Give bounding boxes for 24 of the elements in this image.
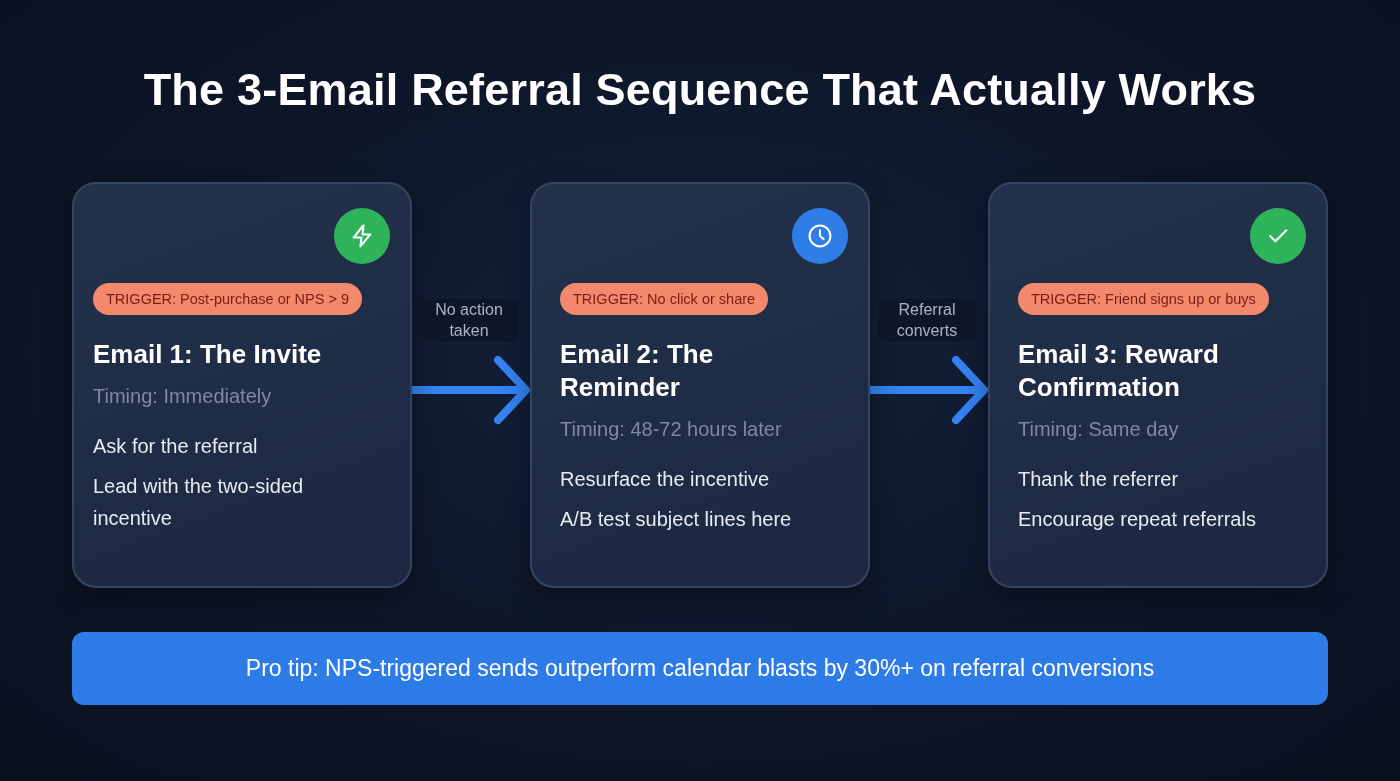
timing-text: Timing: 48-72 hours later — [560, 417, 783, 442]
card-heading: Email 2: The Reminder — [560, 338, 715, 404]
bullet-text: Resurface the incentive — [560, 467, 770, 492]
bullet-text: Encourage repeat referrals — [1018, 507, 1257, 532]
bullet-text: A/B test subject lines here — [560, 507, 793, 532]
card-heading: Email 3: Reward Confirmation — [1018, 338, 1220, 404]
bullet-text: Thank the referrer — [1018, 467, 1180, 492]
edge-label: Referral converts — [878, 299, 976, 341]
trigger-tag: TRIGGER: No click or share — [560, 283, 769, 315]
card-heading: Email 1: The Invite — [93, 338, 323, 371]
timing-text: Timing: Same day — [1018, 417, 1180, 442]
trigger-tag: TRIGGER: Post-purchase or NPS > 9 — [93, 283, 362, 315]
bullet-text: Lead with the two-sided incentive — [93, 474, 305, 531]
arrow — [412, 356, 530, 424]
diagram-title: The 3-Email Referral Sequence That Actually Works — [143, 63, 1257, 117]
timing-text: Timing: Immediately — [93, 384, 273, 409]
arrow — [870, 356, 988, 424]
email-card — [72, 182, 412, 588]
email-card — [988, 182, 1328, 588]
edge-label: No action taken — [420, 299, 518, 341]
email-card — [530, 182, 870, 588]
bullet-text: Ask for the referral — [93, 434, 259, 459]
trigger-tag: TRIGGER: Friend signs up or buys — [1018, 283, 1269, 315]
tip-banner: Pro tip: NPS-triggered sends outperform calendar blasts by 30%+ on referral conversions — [72, 632, 1328, 705]
